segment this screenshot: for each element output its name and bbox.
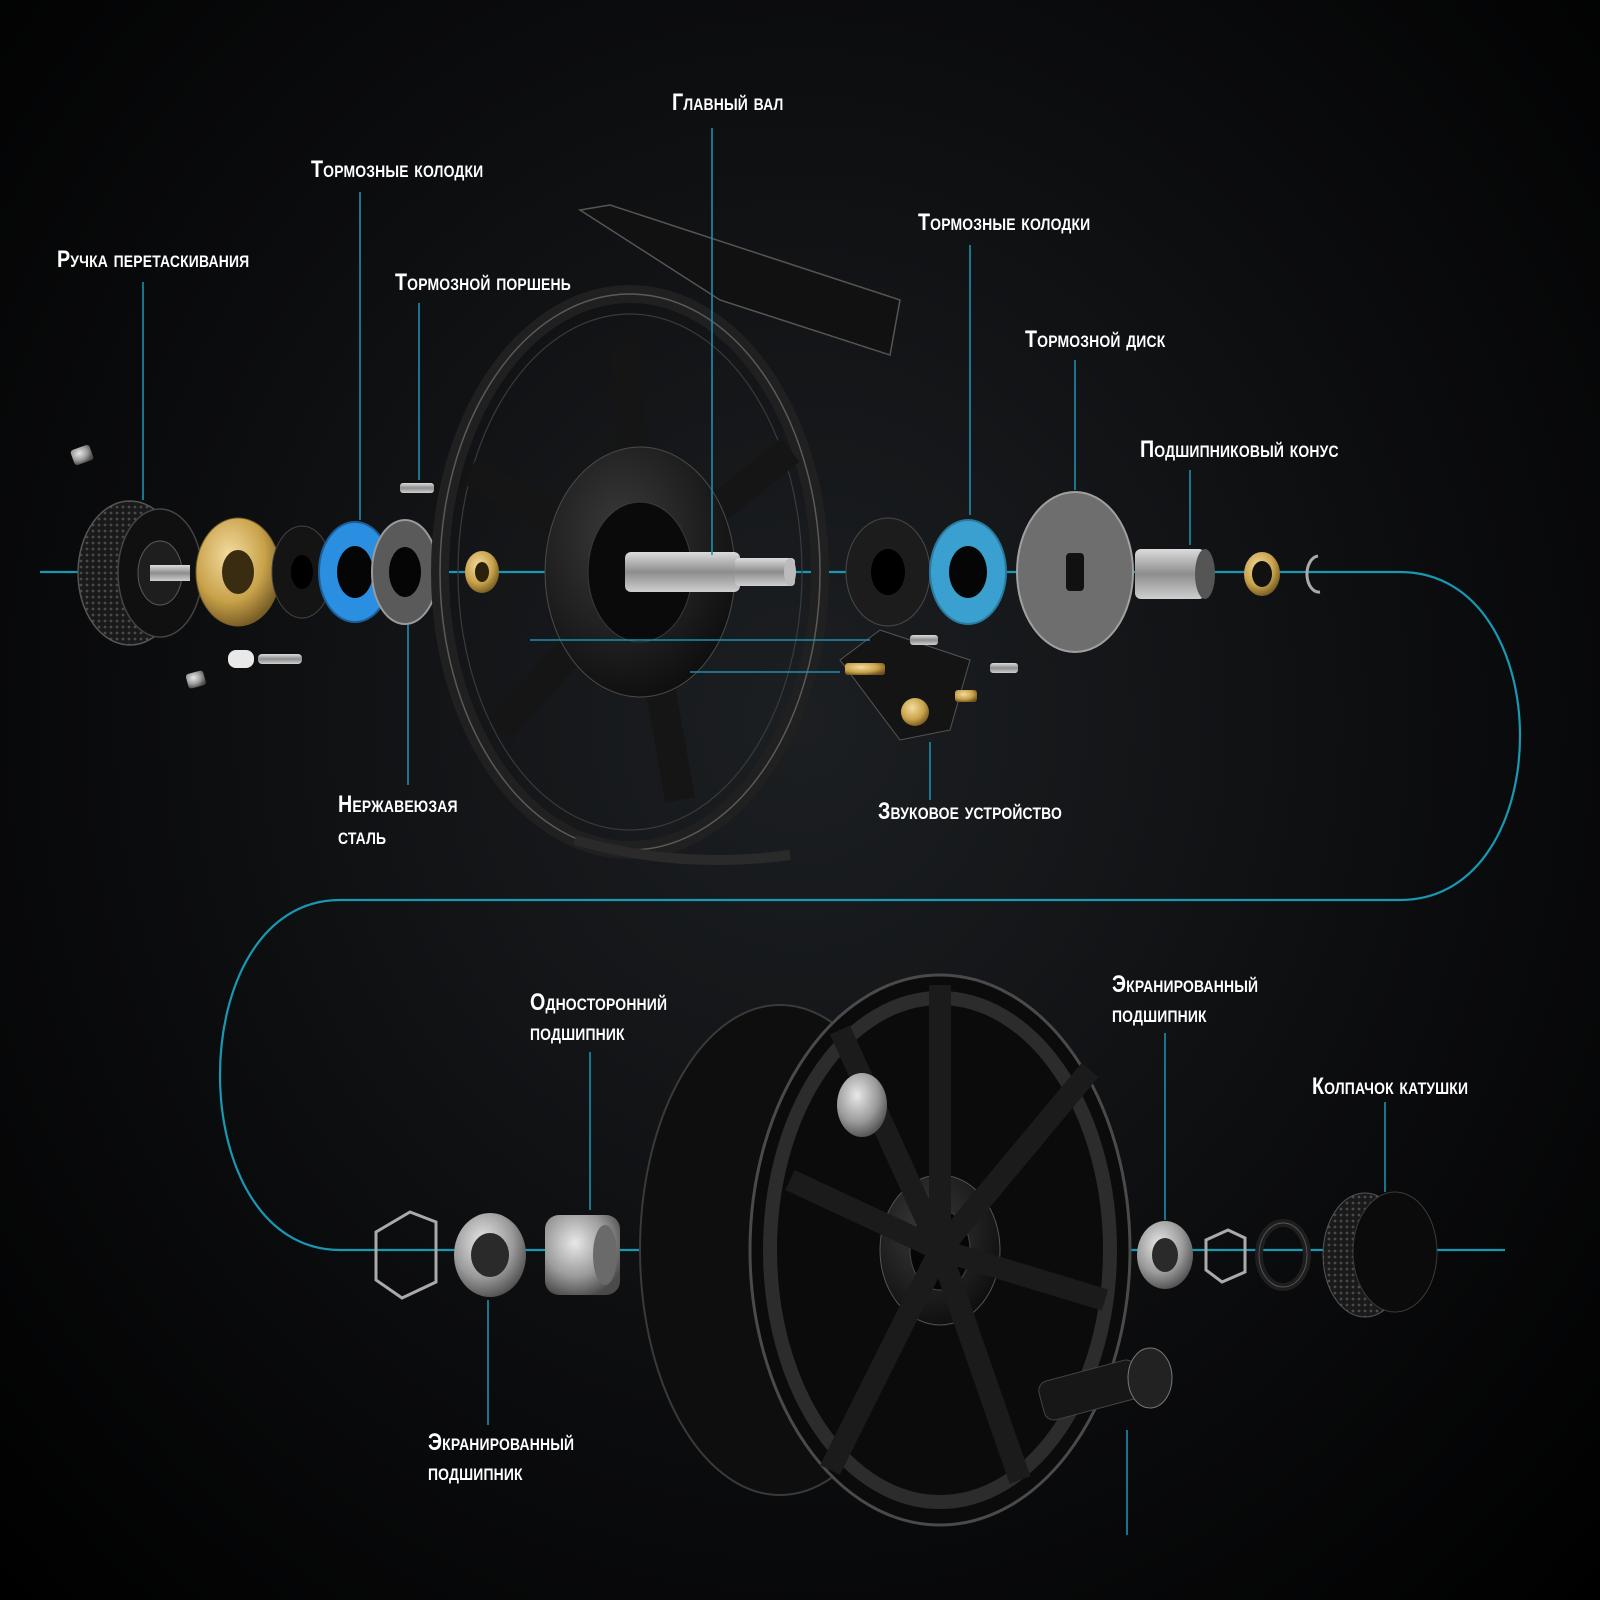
stainless-washer-part — [372, 520, 438, 624]
label-brake-piston: Тормозной поршень — [395, 268, 571, 298]
label-sound-device: Звуковое устройство — [878, 797, 1062, 827]
shielded-bearing-right-part — [1137, 1221, 1193, 1289]
brass-ring-right — [1244, 552, 1280, 596]
label-shielded-bearing-left-line1: Экранированный — [428, 1428, 574, 1458]
label-shielded-bearing-right-line2: подшипник — [1112, 1000, 1207, 1030]
drag-knob-part — [78, 501, 202, 645]
label-spool-cap: Колпачок катушки — [1312, 1072, 1468, 1102]
brake-disc-part — [1017, 492, 1133, 652]
one-way-bearing-part — [545, 1215, 620, 1295]
label-stainless-steel-line1: Нержавеюзая — [338, 790, 458, 820]
label-brake-pads-left: Тормозные колодки — [311, 155, 483, 185]
spool-part — [640, 975, 1172, 1525]
black-washer-right — [846, 518, 930, 626]
brass-bushing-part — [465, 551, 499, 593]
circlip-right — [1307, 556, 1320, 592]
sound-device-part — [840, 630, 1018, 740]
label-shielded-bearing-left-line2: подшипник — [428, 1458, 523, 1488]
o-ring-part — [1259, 1223, 1307, 1287]
circlip-left-bottom — [376, 1212, 436, 1298]
main-shaft-part — [625, 552, 796, 592]
spool-cap-part — [1323, 1192, 1437, 1317]
shielded-bearing-left-part — [454, 1213, 526, 1297]
circlip-right-bottom — [1206, 1230, 1245, 1282]
label-main-shaft: Главный вал — [672, 88, 783, 118]
bearing-cone-part — [1135, 549, 1215, 599]
label-drag-knob: Ручка перетаскивания — [57, 245, 249, 275]
label-brake-disc: Тормозной диск — [1025, 325, 1165, 355]
set-screw-top — [70, 444, 94, 466]
label-shielded-bearing-right-line1: Экранированный — [1112, 970, 1258, 1000]
brass-hub-part — [196, 518, 280, 626]
label-bearing-cone: Подшипниковый конус — [1140, 435, 1339, 465]
blue-brake-pad-right — [930, 520, 1006, 624]
brake-piston-pin — [400, 483, 434, 493]
label-one-way-bearing-line1: Односторонний — [530, 988, 667, 1018]
label-one-way-bearing-line2: подшипник — [530, 1018, 625, 1048]
detent-pin-part — [228, 650, 302, 668]
reel-frame-part — [440, 205, 900, 860]
label-stainless-steel-line2: сталь — [338, 822, 386, 852]
label-brake-pads-right: Тормозные колодки — [918, 208, 1090, 238]
set-screw-bottom — [185, 670, 206, 689]
